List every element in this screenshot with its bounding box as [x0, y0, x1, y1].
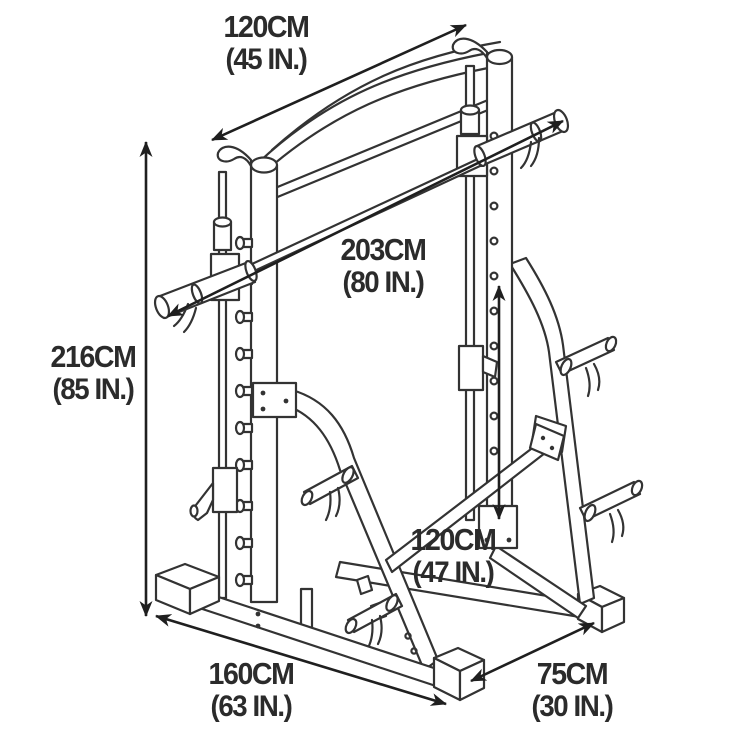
bar-catch-left [189, 466, 239, 522]
dimension-value-inch: (63 IN.) [210, 690, 293, 723]
dimension-value-inch: (30 IN.) [531, 690, 614, 723]
front-right-foot [432, 646, 486, 702]
dimension-label-bar-length: 203CM (80 IN.) [291, 233, 475, 299]
rear-right-brace [488, 544, 588, 620]
upper-crossbar [261, 98, 490, 205]
dimension-value-cm: 203CM [340, 232, 426, 267]
dimension-value-cm: 216CM [50, 339, 136, 374]
dimension-value-inch: (45 IN.) [225, 43, 308, 76]
dimension-arrow-base-depth [470, 621, 595, 683]
dimension-value-cm: 120CM [223, 9, 309, 44]
dimension-label-top-width: 120CM (45 IN.) [174, 10, 358, 76]
dimension-arrow-bar-length [167, 119, 564, 318]
left-foot [154, 562, 221, 616]
dimension-value-inch: (85 IN.) [52, 373, 135, 406]
dimension-value-inch: (47 IN.) [412, 556, 495, 589]
left-guide-rod [209, 170, 241, 600]
plate-peg-lower-right [578, 479, 644, 544]
plate-peg-mid-left [300, 464, 360, 522]
dimension-label-upright-height: 120CM (47 IN.) [361, 523, 545, 589]
dimension-arrow-base-length [155, 614, 447, 706]
dimension-label-base-length: 160CM (63 IN.) [159, 657, 343, 723]
dimension-value-inch: (80 IN.) [342, 266, 425, 299]
machine-smith-rack [153, 37, 644, 702]
plate-peg-upper-right [554, 335, 618, 398]
plate-peg-lower-center [344, 592, 404, 650]
dimension-value-cm: 120CM [410, 522, 496, 557]
dimension-label-height: 216CM (85 IN.) [7, 340, 178, 406]
dimension-label-base-depth: 75CM (30 IN.) [480, 657, 664, 723]
dimension-value-cm: 160CM [208, 656, 294, 691]
dimension-arrows [139, 23, 595, 706]
dimension-value-cm: 75CM [536, 656, 609, 691]
